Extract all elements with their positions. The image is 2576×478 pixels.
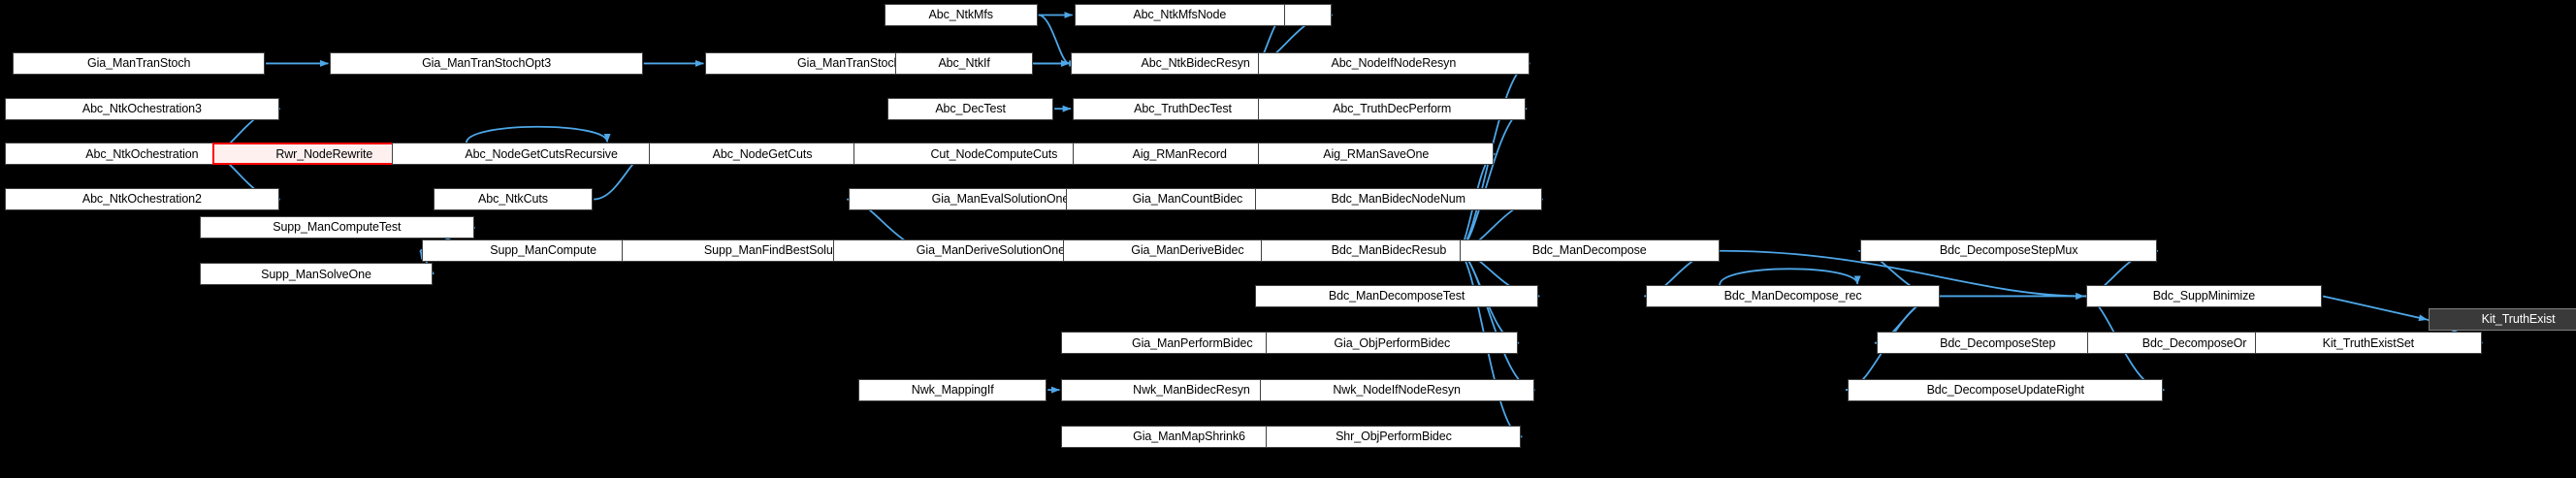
graph-node-abc-nodegetcuts[interactable]: Abc_NodeGetCuts [649,143,876,166]
graph-node-label: Bdc_DecomposeStepMux [1939,243,2078,258]
graph-node-label: Bdc_ManBidecNodeNum [1331,192,1466,207]
graph-node-label: Gia_ManEvalSolutionOne [931,192,1070,207]
graph-node-abc-ntkochestration3[interactable]: Abc_NtkOchestration3 [4,97,279,120]
graph-node-label: Bdc_ManDecompose_rec [1723,289,1862,303]
graph-node-abc-ntkif[interactable]: Abc_NtkIf [895,51,1033,75]
graph-node-label: Gia_ManTranStoch [87,56,191,71]
graph-node-label: Abc_NtkMfs [928,8,993,22]
graph-node-bdc-mandecomposetest[interactable]: Bdc_ManDecomposeTest [1254,284,1539,307]
graph-node-label: Bdc_ManDecomposeTest [1328,289,1465,303]
graph-node-label: Nwk_MappingIf [911,382,994,397]
edge-n13-to-n16 [1038,14,1070,67]
graph-node-label: Bdc_DecomposeUpdateRight [1926,382,2084,397]
graph-node-label: Gia_ManDeriveSolutionOne [916,243,1066,258]
graph-node-label: Aig_RManSaveOne [1323,146,1430,161]
graph-node-label: Supp_ManComputeTest [273,220,402,235]
graph-node-supp-mancomputetest[interactable]: Supp_ManComputeTest [199,216,474,239]
graph-node-nwk-nodeifnoderesyn[interactable]: Nwk_NodeIfNodeResyn [1259,378,1534,401]
graph-node-label: Supp_ManFindBestSolution [703,243,853,258]
edge-n46-to-n49 [2322,295,2428,322]
graph-node-bdc-mandecompose-rec[interactable]: Bdc_ManDecompose_rec [1646,284,1940,307]
graph-node-label: Supp_ManCompute [490,243,596,258]
graph-node-bdc-manbidecnodenum[interactable]: Bdc_ManBidecNodeNum [1254,188,1542,211]
graph-node-label: Gia_ManCountBidec [1132,192,1243,207]
graph-node-label: Gia_ManDeriveBidec [1131,243,1244,258]
graph-node-label: Bdc_ManDecompose [1531,243,1647,258]
graph-node-label: Gia_ManPerformBidec [1132,335,1253,350]
edge-n9-to-n9 [465,125,611,143]
graph-node-label: Abc_NodeIfNodeResyn [1331,56,1457,71]
graph-node-label: Supp_ManSolveOne [261,267,371,281]
graph-node-supp-mansolveone[interactable]: Supp_ManSolveOne [199,263,433,286]
graph-node-kit-truthexistset[interactable]: Kit_TruthExistSet [2255,332,2482,355]
graph-node-label: Aig_RManRecord [1132,146,1227,161]
graph-node-label: Abc_DecTest [935,101,1006,115]
graph-node-bdc-decomposestepmux[interactable]: Bdc_DecomposeStepMux [1860,239,2158,263]
graph-node-label: Nwk_NodeIfNodeResyn [1333,382,1461,397]
graph-node-label: Abc_NodeGetCuts [712,146,813,161]
graph-node-kit-truthexist[interactable]: Kit_TruthExist [2429,308,2576,332]
graph-node-label: Bdc_ManBidecResub [1331,243,1447,258]
graph-node-gia-mantranstochopt3[interactable]: Gia_ManTranStochOpt3 [330,51,643,75]
edge-n42-to-n42 [1719,268,1861,286]
graph-node-label: Abc_NtkIf [938,56,990,71]
edge-n38-to-n41 [1457,247,1535,391]
graph-node-label: Bdc_SuppMinimize [2152,289,2256,303]
graph-node-label: Gia_ManMapShrink6 [1133,430,1245,444]
graph-node-label: Kit_TruthExistSet [2322,335,2415,350]
graph-node-abc-nodeifnoderesyn[interactable]: Abc_NodeIfNodeResyn [1258,51,1530,75]
graph-node-abc-ntkcuts[interactable]: Abc_NtkCuts [433,188,594,211]
graph-node-label: Rwr_NodeRewrite [275,146,373,161]
graph-node-label: Abc_NtkMfsNode [1133,8,1227,22]
graph-node-label: Abc_NtkOchestration3 [81,101,202,115]
graph-node-label: Abc_TruthDecPerform [1333,101,1452,115]
graph-node-aig-rmansaveone[interactable]: Aig_RManSaveOne [1258,143,1495,166]
graph-node-abc-nodegetcutsrecursive[interactable]: Abc_NodeGetCutsRecursive [391,143,692,166]
graph-node-bdc-decomposeupdateright[interactable]: Bdc_DecomposeUpdateRight [1847,378,2164,401]
graph-node-label: Gia_ObjPerformBidec [1334,335,1451,350]
graph-node-label: Bdc_DecomposeStep [1940,335,2056,350]
graph-node-abc-ntkochestration2[interactable]: Abc_NtkOchestration2 [4,188,279,211]
graph-node-abc-truthdecperform[interactable]: Abc_TruthDecPerform [1258,97,1527,120]
graph-node-bdc-suppminimize[interactable]: Bdc_SuppMinimize [2085,284,2323,307]
graph-node-label: Abc_NtkOchestration [85,146,199,161]
graph-node-abc-ntkmfsnode[interactable]: Abc_NtkMfsNode [1074,4,1285,26]
graph-node-label: Shr_ObjPerformBidec [1336,430,1452,444]
graph-node-label: Abc_NtkCuts [478,192,548,207]
graph-node-label: Abc_NodeGetCutsRecursive [465,146,618,161]
graph-node-bdc-decomposestep[interactable]: Bdc_DecomposeStep [1876,332,2119,355]
graph-node-shr-objperformbidec[interactable]: Shr_ObjPerformBidec [1266,425,1522,448]
graph-node-label: Kit_TruthExist [2481,312,2556,327]
graph-node-nwk-mappingif[interactable]: Nwk_MappingIf [858,378,1047,401]
graph-node-gia-mantranstoch[interactable]: Gia_ManTranStoch [13,51,266,75]
edge-n20-to-n41 [1457,108,1528,255]
graph-node-label: Abc_NtkBidecResyn [1141,56,1250,71]
graph-node-abc-ntkmfs[interactable]: Abc_NtkMfs [884,4,1038,26]
graph-node-aig-rmanrecord[interactable]: Aig_RManRecord [1073,143,1287,166]
graph-node-label: Abc_NtkOchestration2 [81,192,202,207]
graph-node-label: Cut_NodeComputeCuts [930,146,1058,161]
graph-node-label: Abc_TruthDecTest [1134,101,1232,115]
graph-node-abc-dectest[interactable]: Abc_DecTest [887,97,1054,120]
graph-node-gia-objperformbidec[interactable]: Gia_ObjPerformBidec [1266,332,1519,355]
graph-node-label: Gia_ManTranStochOpt3 [422,56,552,71]
graph-node-bdc-mandecompose[interactable]: Bdc_ManDecompose [1459,239,1720,263]
graph-node-label: Bdc_DecomposeOr [2141,335,2247,350]
graph-node-label: Nwk_ManBidecResyn [1133,382,1250,397]
